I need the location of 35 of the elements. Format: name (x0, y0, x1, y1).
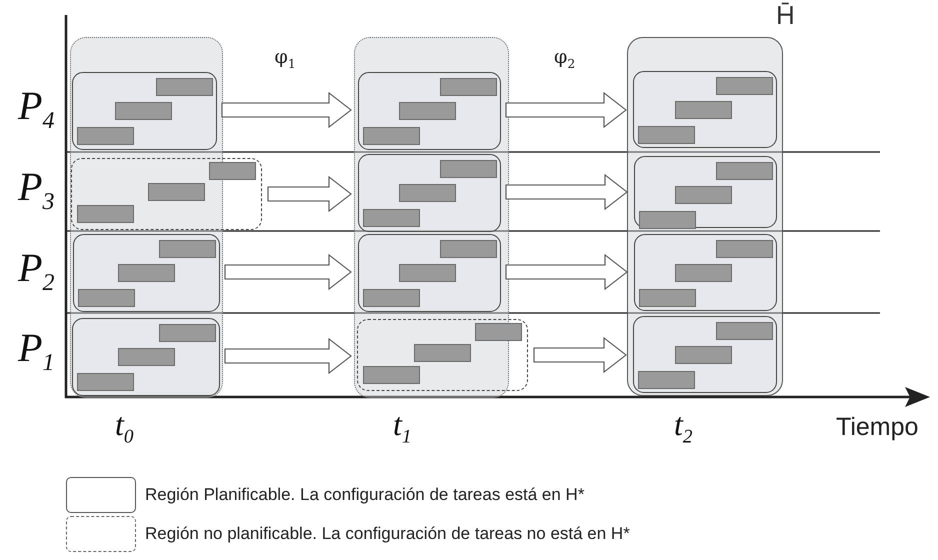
region-heading: H̄ (776, 2, 795, 28)
task-set-box (634, 156, 777, 228)
processor-label: P$_{2}$ (18, 248, 54, 295)
time-label: t$_{1}$ (393, 408, 412, 447)
edge-label: φ$_{2}$ (554, 48, 576, 70)
legend-text: Región Planificable. La configuración de tareas está en H* (145, 485, 584, 505)
task-set-box (358, 154, 501, 232)
block-arrow (505, 254, 628, 290)
block-arrow (533, 336, 627, 374)
legend-text: Región no planificable. La configuración de tareas no está en H* (145, 524, 630, 544)
block-arrow (505, 174, 628, 210)
block-arrow (267, 176, 352, 212)
processor-label: P$_{4}$ (18, 86, 54, 133)
task-set-box (358, 72, 501, 150)
task-set-box (72, 72, 217, 150)
block-arrow (505, 92, 627, 128)
task-set-box (72, 318, 220, 396)
task-set-box (358, 234, 501, 312)
block-arrow (224, 338, 352, 374)
processor-label: P$_{1}$ (18, 328, 54, 375)
block-arrow (221, 92, 352, 128)
time-label: t$_{0}$ (115, 408, 134, 447)
task-set-box (634, 234, 777, 311)
task-set-box (357, 319, 528, 391)
block-arrow (224, 254, 352, 290)
edge-label: φ$_{1}$ (274, 48, 296, 70)
axis-title: Tiempo (836, 415, 918, 440)
time-label: t$_{2}$ (674, 408, 692, 447)
task-set-box (71, 158, 262, 230)
task-set-box (633, 71, 777, 148)
task-set-box (73, 234, 220, 312)
time-column-region (354, 37, 509, 398)
task-set-box (633, 316, 777, 393)
time-column-region (70, 37, 223, 398)
processor-label: P$_{3}$ (18, 167, 54, 214)
